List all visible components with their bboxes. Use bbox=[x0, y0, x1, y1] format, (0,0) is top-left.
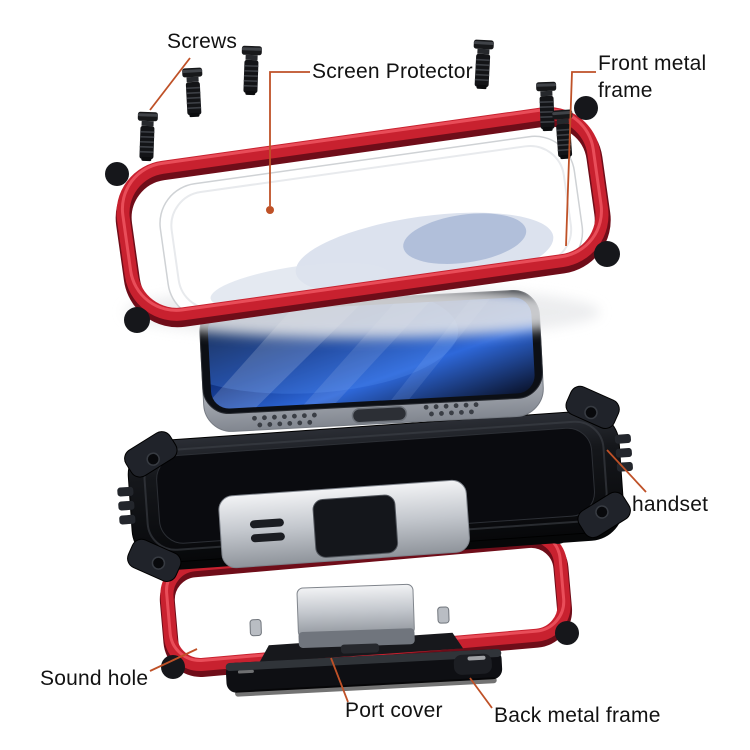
label-screws: Screws bbox=[167, 30, 238, 53]
front-metal-frame-part bbox=[105, 96, 620, 333]
frame-corner-cap bbox=[555, 621, 579, 645]
leader-screws bbox=[149, 57, 191, 111]
handset-case-part bbox=[117, 385, 633, 582]
leader-back-metal-frame bbox=[469, 677, 493, 709]
screw-icon bbox=[135, 110, 159, 163]
kickstand-cutout bbox=[312, 494, 399, 558]
screw-icon bbox=[470, 38, 495, 91]
screw-icon bbox=[181, 66, 206, 119]
label-screen-protector: Screen Protector bbox=[312, 60, 473, 83]
leader-dot-screen-protector bbox=[266, 206, 274, 214]
screw-icon bbox=[239, 44, 263, 97]
leader-sound-hole bbox=[149, 648, 198, 672]
label-sound-hole: Sound hole bbox=[40, 667, 149, 690]
label-front-metal-frame: Front metal frame bbox=[598, 52, 707, 103]
port-cover-part bbox=[249, 583, 464, 663]
side-ridges bbox=[117, 434, 633, 525]
leader-port-cover bbox=[330, 657, 349, 703]
frame-corner-cap bbox=[161, 655, 185, 679]
charging-port bbox=[351, 405, 408, 424]
label-port-cover: Port cover bbox=[345, 699, 443, 722]
back-panel-part bbox=[225, 649, 503, 697]
label-back-metal-frame: Back metal frame bbox=[494, 704, 661, 727]
label-handset: handset bbox=[632, 493, 709, 516]
leader-front-metal-frame bbox=[565, 71, 596, 247]
leader-lines bbox=[149, 57, 647, 709]
frame-corner-cap bbox=[574, 96, 598, 120]
leader-handset bbox=[606, 449, 647, 493]
frame-corner-cap bbox=[594, 241, 620, 267]
leader-screen-protector bbox=[269, 71, 310, 206]
frame-corner-cap bbox=[105, 162, 129, 186]
speaker-holes bbox=[252, 402, 479, 428]
frame-corner-cap bbox=[124, 307, 150, 333]
corner-screw-holes bbox=[146, 405, 609, 570]
